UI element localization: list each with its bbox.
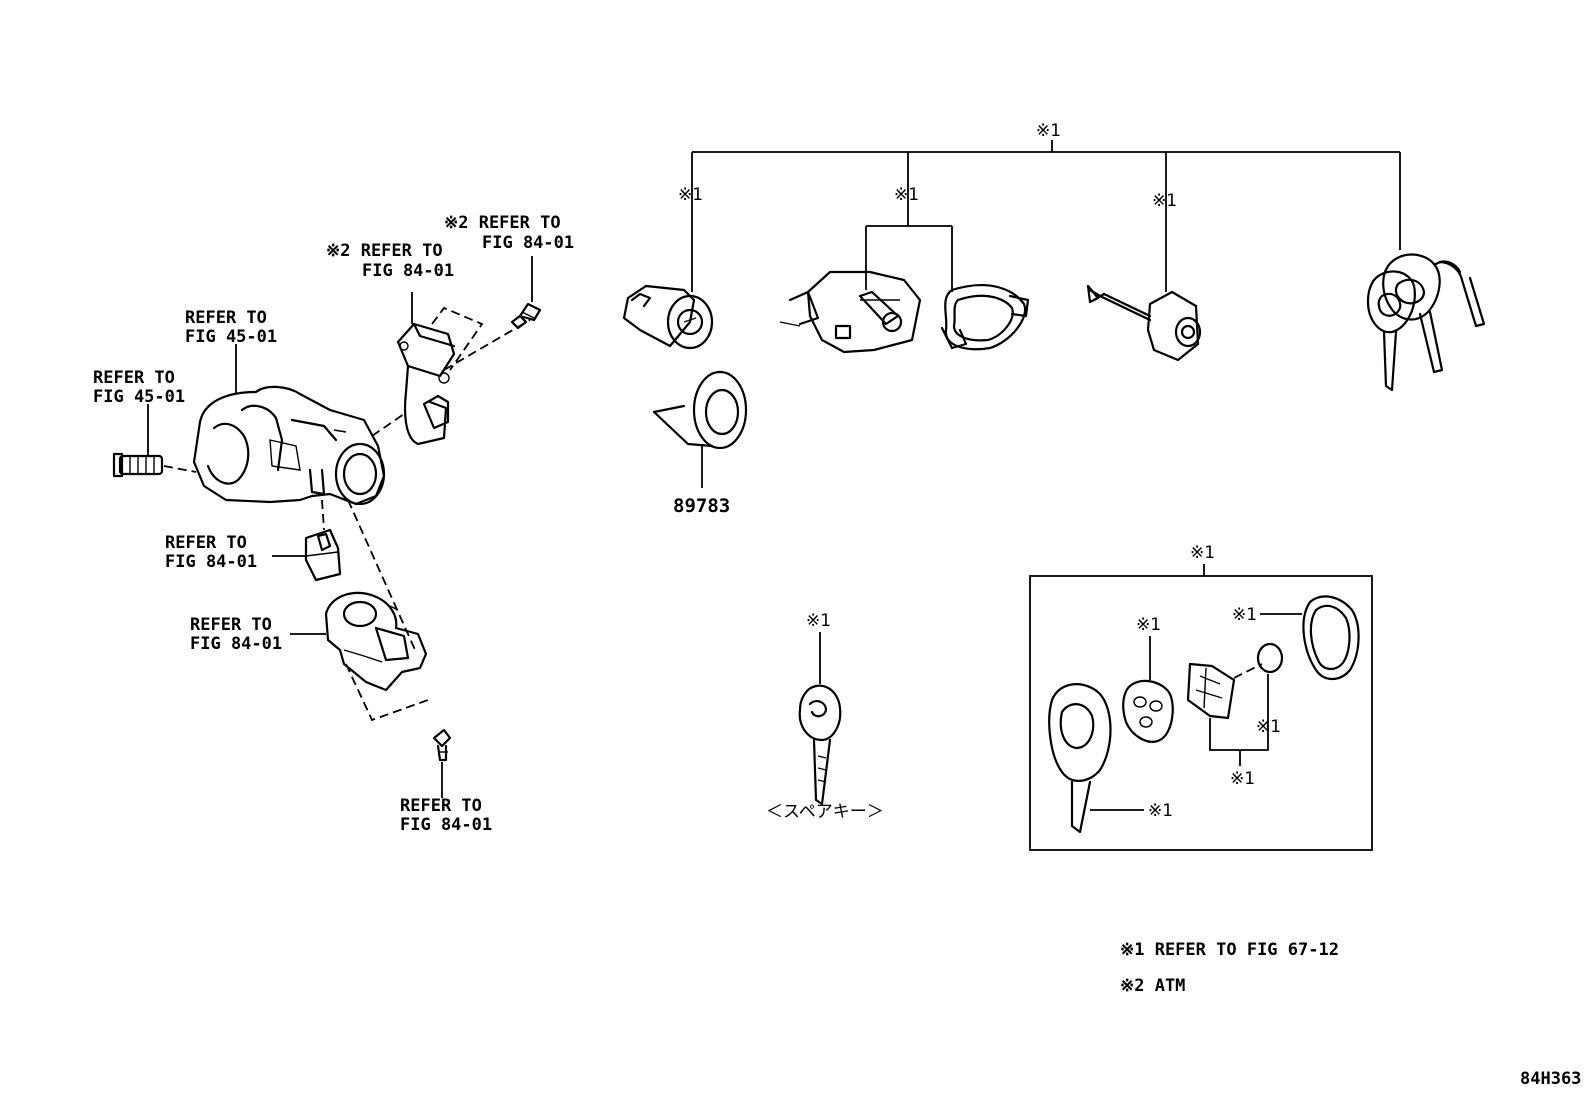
refer-fig8401-label-a-l2: FIG 84-01	[165, 552, 257, 572]
solenoid-to-housing-dash	[371, 413, 405, 437]
ref-mark-glove-box-cylinder: ※1	[1152, 191, 1177, 211]
refer-fig8401-label-c-l2: FIG 84-01	[400, 815, 492, 835]
cylinder-gasket-part	[940, 283, 1030, 351]
cylinder-cover-89783	[652, 370, 748, 488]
ref-mark-spare-key: ※1	[806, 611, 831, 631]
ignition-housing-part	[192, 385, 386, 506]
part-number-label: 89783	[673, 495, 730, 517]
key-pad-part	[1122, 679, 1174, 743]
atm-refer-label-b-l2: FIG 84-01	[482, 233, 574, 253]
key-battery-part	[1256, 642, 1284, 674]
glove-box-cylinder-part	[1086, 284, 1202, 362]
screw-dash-line	[443, 319, 531, 371]
switch-dash-line-b	[345, 663, 429, 722]
back-door-cylinder-part	[779, 270, 922, 354]
board-battery-dash	[1233, 663, 1263, 679]
key-circuit-board-part	[1186, 662, 1236, 720]
board-leader	[1209, 674, 1269, 751]
ref-mark-key-pad: ※1	[1136, 615, 1161, 635]
bolt-dash-line	[163, 465, 197, 473]
ref-mark-key-cover: ※1	[1232, 605, 1257, 625]
atm-refer-label-a-l2: FIG 84-01	[362, 261, 454, 281]
solenoid-dash-bracket	[431, 306, 484, 371]
spare-key-label: ＜スペアキー＞	[766, 802, 884, 822]
key-body-part	[1048, 683, 1112, 834]
atm-refer-label-b-l1: ※2 REFER TO	[444, 213, 561, 233]
ref-mark-circuit-board: ※1	[1230, 769, 1255, 789]
door-lock-cylinder-part	[622, 284, 714, 350]
refer-fig8401-label-a-l1: REFER TO	[165, 533, 247, 553]
switch-connector-part	[304, 528, 342, 582]
solenoid-screw-part	[510, 302, 542, 330]
connector-dash-line	[321, 499, 325, 531]
shift-lock-solenoid-part	[396, 322, 456, 446]
refer-fig8401-label-c-l1: REFER TO	[400, 796, 482, 816]
figure-code: 84H363	[1520, 1069, 1581, 1089]
ref-mark-back-door-cylinder: ※1	[894, 185, 919, 205]
refer-fig4501-label-b-l1: REFER TO	[93, 368, 175, 388]
atm-refer-label-a-l1: ※2 REFER TO	[326, 241, 443, 261]
key-cover-part	[1302, 595, 1360, 681]
refer-fig4501-label-a-l1: REFER TO	[185, 308, 267, 328]
spare-key-part	[798, 684, 842, 806]
legend-note-2: ※2 ATM	[1120, 976, 1185, 996]
refer-fig8401-label-b-l1: REFER TO	[190, 615, 272, 635]
refer-fig4501-label-b-l2: FIG 45-01	[93, 387, 185, 407]
refer-fig8401-label-b-l2: FIG 84-01	[190, 634, 282, 654]
housing-bolt-part	[112, 452, 164, 478]
key-components-box	[1029, 575, 1373, 851]
ref-mark-door-cylinder: ※1	[678, 185, 703, 205]
switch-screw-part	[432, 728, 452, 762]
ref-mark-battery: ※1	[1256, 717, 1281, 737]
refer-fig4501-label-a-l2: FIG 45-01	[185, 327, 277, 347]
ignition-switch-part	[324, 591, 428, 692]
legend-note-1: ※1 REFER TO FIG 67-12	[1120, 940, 1339, 960]
lock-set-bracket	[691, 140, 1401, 292]
ref-mark-key-body: ※1	[1148, 801, 1173, 821]
ref-mark-key-box: ※1	[1190, 543, 1215, 563]
key-set-part	[1366, 253, 1486, 392]
ref-mark-top: ※1	[1036, 121, 1061, 141]
